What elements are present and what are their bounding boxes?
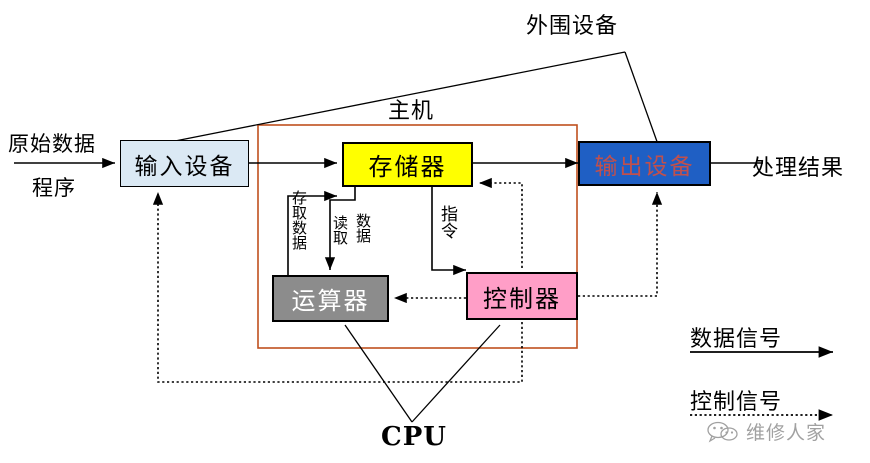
label-store-fetch-data: 存取数据: [290, 190, 308, 250]
label-processed-result: 处理结果: [752, 156, 845, 181]
node-controller-label: 控制器: [483, 284, 561, 313]
watermark-text: 维修人家: [746, 422, 827, 444]
label-read: 读取: [331, 215, 349, 245]
legend-data-signal-label: 数据信号: [690, 327, 783, 352]
cpu-leader-left: [344, 324, 413, 423]
control-controller-to-output: [578, 192, 663, 297]
node-storage-label: 存储器: [368, 153, 447, 181]
node-storage[interactable]: 存储器: [342, 142, 473, 187]
label-peripherals: 外围设备: [526, 14, 619, 39]
wechat-icon: [707, 421, 738, 443]
label-instruction: 指令: [437, 205, 457, 239]
legend-control-signal-label: 控制信号: [690, 390, 783, 415]
label-program: 程序: [32, 176, 76, 200]
node-alu-label: 运算器: [291, 287, 370, 315]
cpu-leader-right: [411, 324, 501, 423]
node-input-device-label: 输入设备: [134, 153, 235, 180]
label-host: 主机: [388, 99, 435, 124]
node-output-device-label: 输出设备: [594, 153, 695, 180]
node-alu[interactable]: 运算器: [272, 275, 389, 322]
edge-storage-to-controller: [431, 187, 466, 276]
peripheral-leader-left: [169, 51, 626, 143]
label-raw-data: 原始数据: [8, 132, 96, 156]
peripheral-leader-right: [624, 51, 661, 151]
watermark: 维修人家: [706, 418, 826, 445]
node-output-device[interactable]: 输出设备: [578, 141, 711, 186]
node-controller[interactable]: 控制器: [466, 272, 578, 320]
node-input-device[interactable]: 输入设备: [120, 140, 249, 187]
edge-storage-to-alu: [324, 187, 356, 270]
control-controller-to-input: [152, 192, 523, 383]
edge-alu-to-storage: [287, 190, 337, 275]
host-boundary: [257, 124, 578, 349]
label-cpu: CPU: [381, 422, 447, 452]
control-controller-to-storage: [479, 177, 523, 268]
label-data: 数据: [354, 213, 372, 243]
